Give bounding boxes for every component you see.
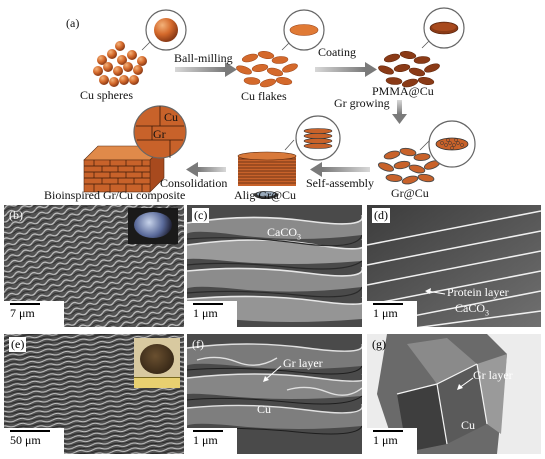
label-pmma-cu: PMMA@Cu [372,84,434,98]
panel-g-annotation-cu: Cu [461,418,476,432]
inset-shell [128,208,178,244]
panel-e-label: (e) [9,337,27,352]
panel-d: (d) Protein layer CaCO3 1 μm [367,205,541,327]
micrograph-c [187,215,362,327]
label-coating: Coating [318,45,356,59]
micrograph-d [367,205,541,327]
panel-d-annotation-caco3-text: CaCO [455,301,485,315]
panel-e-scale-text: 50 μm [10,433,41,447]
panel-c-scale-text: 1 μm [193,306,218,320]
gr-cu-cluster [377,147,441,185]
cu-spheres-cluster [93,41,151,87]
panel-c-annotation-text: CaCO [267,225,297,239]
panel-c: (c) CaCO3 1 μm [187,205,362,327]
panel-d-scale-text: 1 μm [373,306,398,320]
panel-f-scale-text: 1 μm [193,433,218,447]
panel-c-label: (c) [192,208,210,223]
panel-f: (f) Gr layer Cu 1 μm [187,334,362,454]
panel-d-scalebar: 1 μm [373,303,403,321]
label-consolidation: Consolidation [160,176,228,190]
label-alig-gr-cu: Alig Gr@Cu [234,188,297,202]
pmma-cu-cluster [378,51,440,88]
zoom-label-gr: Gr [153,127,166,141]
label-cu-spheres: Cu spheres [80,88,133,102]
panel-g-scalebar: 1 μm [373,430,403,448]
panel-c-annotation: CaCO3 [267,225,301,241]
micrograph-g [367,334,541,454]
panel-c-scalebar: 1 μm [193,303,223,321]
panel-f-label: (f) [192,337,204,351]
panel-b-label: (b) [9,208,23,222]
micrograph-f [187,343,362,454]
panel-d-annotation-caco3-sub: 3 [485,308,489,318]
inset-pellet [134,338,180,388]
panel-b: (b) 7 μm [4,205,184,327]
cu-flakes-cluster [236,51,298,88]
zoom-label-cu: Cu [164,110,179,124]
panel-e: (e) 50 μm [4,334,184,454]
schematic-panel-a: (a) [0,0,545,203]
panel-g-scale-text: 1 μm [373,433,398,447]
panel-f-annotation-gr: Gr layer [283,356,323,370]
panel-b-scale-text: 7 μm [10,306,35,320]
label-gr-cu: Gr@Cu [391,186,429,200]
label-ball-milling: Ball-milling [174,51,233,65]
schematic-graphics [83,7,476,199]
panel-d-annotation-caco3: CaCO3 [455,301,489,317]
panel-f-scalebar: 1 μm [193,430,223,448]
label-self-assembly: Self-assembly [306,176,374,190]
label-gr-growing: Gr growing [334,96,390,110]
panel-b-scalebar: 7 μm [10,303,40,321]
label-cu-flakes: Cu flakes [241,89,287,103]
aligned-stack [237,151,297,199]
panel-g: (g) Gr layer Cu 1 μm [367,334,541,454]
panel-d-label: (d) [372,208,390,223]
panel-e-scalebar: 50 μm [10,430,50,448]
panel-label-a: (a) [66,16,80,30]
label-composite: Bioinspired Gr/Cu composite [44,188,186,202]
panel-d-annotation-protein: Protein layer [447,285,509,299]
panel-f-annotation-cu: Cu [257,402,272,416]
panel-g-annotation-gr: Gr layer [473,368,513,382]
panel-c-annotation-sub: 3 [297,232,301,242]
panel-g-label: (g) [372,337,386,351]
